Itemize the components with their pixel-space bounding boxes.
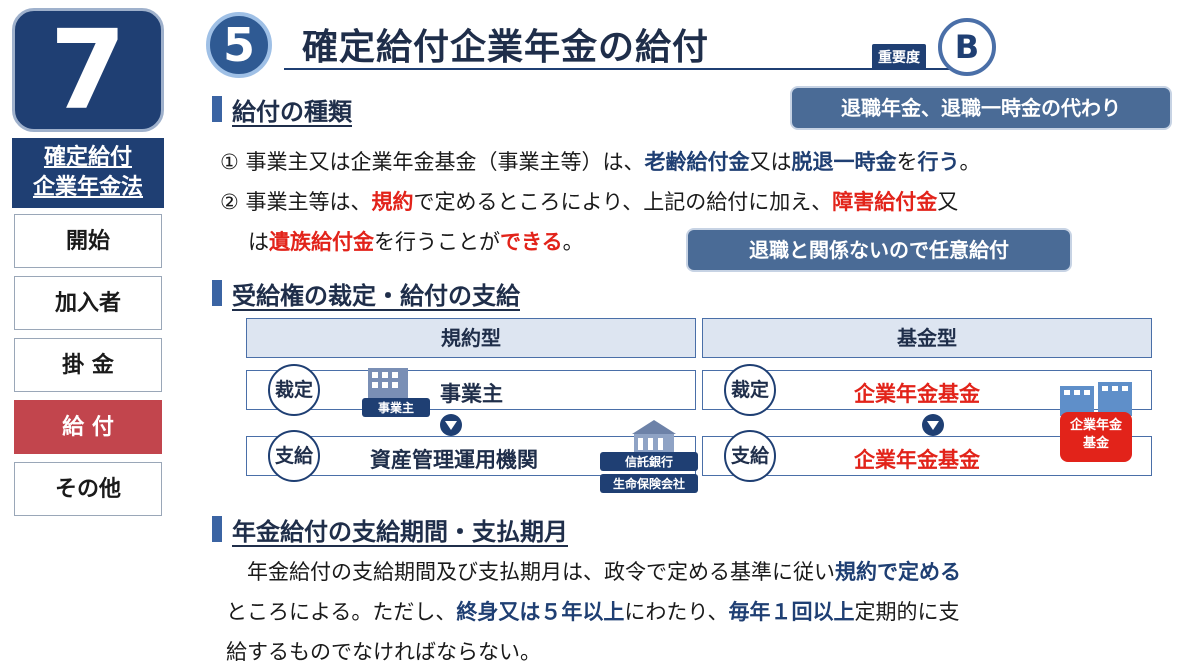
kiyaku-decide-row: [246, 370, 696, 410]
text: ところによる。ただし、: [226, 600, 457, 624]
text: は: [248, 230, 269, 254]
text: にわたり、: [624, 600, 729, 624]
benefit-item-2-line2: は遺族給付金を行うことができる。: [248, 226, 584, 256]
emph-can: できる: [500, 230, 563, 254]
fund-tag-line1: 企業年金: [1069, 418, 1122, 433]
payment-paragraph-line3: 給するものでなければならない。: [226, 640, 541, 664]
callout-optional-benefit: 退職と関係ないので任意給付: [686, 228, 1072, 272]
chapter-label-line1: 確定給付: [43, 145, 132, 170]
emph-rules: 規約: [371, 190, 414, 214]
emph-old-age-benefit: 老齢給付金: [644, 150, 750, 174]
chapter-number: 7: [49, 6, 127, 134]
pay-badge: 支給: [268, 430, 320, 482]
chapter-number-box: 7: [12, 8, 164, 132]
benefit-item-1: ① 事業主又は企業年金基金（事業主等）は、老齢給付金又は脱退一時金を行う。: [220, 146, 981, 176]
title-underline: [284, 68, 984, 70]
text: 又は: [749, 150, 792, 174]
chapter-label: 確定給付 企業年金法: [12, 138, 164, 208]
pay-badge: 支給: [724, 430, 776, 482]
nav-item-other[interactable]: その他: [14, 462, 162, 516]
emph-survivor-benefit: 遺族給付金: [269, 230, 374, 254]
emph-disability-benefit: 障害給付金: [832, 190, 938, 214]
emph-perform: 行う: [917, 150, 960, 174]
nav-item-members[interactable]: 加入者: [14, 276, 162, 330]
section-number: 5: [222, 18, 255, 72]
payment-paragraph-line2: ところによる。ただし、終身又は５年以上にわたり、毎年１回以上定期的に支: [226, 596, 960, 626]
employer-tag: 事業主: [362, 398, 430, 417]
text: ② 事業主等は、: [220, 190, 372, 214]
text: を: [896, 150, 918, 174]
decide-badge: 裁定: [724, 364, 776, 416]
text: ① 事業主又は企業年金基金（事業主等）は、: [220, 150, 645, 174]
fund-tag: 企業年金 基金: [1060, 412, 1132, 462]
kikin-pay-entity: 企業年金基金: [854, 448, 980, 472]
chapter-label-line2: 企業年金法: [32, 175, 143, 200]
section3-heading: 年金給付の支給期間・支払期月: [232, 518, 568, 546]
text: を行うことが: [374, 230, 500, 254]
section2-heading: 受給権の裁定・給付の支給: [232, 282, 520, 310]
life-insurance-tag: 生命保険会社: [600, 474, 698, 493]
text: 又: [937, 190, 959, 214]
down-arrow-icon: [440, 414, 462, 436]
importance-grade: B: [954, 28, 980, 66]
fund-tag-line2: 基金: [1082, 436, 1109, 451]
benefit-item-2-line1: ② 事業主等は、規約で定めるところにより、上記の給付に加え、障害給付金又: [220, 186, 958, 216]
nav-item-contributions[interactable]: 掛 金: [14, 338, 162, 392]
section-number-circle: 5: [206, 12, 272, 78]
emph-annually: 毎年１回以上: [728, 600, 855, 624]
column-header-kikin: 基金型: [702, 318, 1152, 358]
text: 。: [959, 150, 981, 174]
emph-defined-in-rules: 規約で定める: [835, 560, 961, 584]
kiyaku-pay-entity: 資産管理運用機関: [370, 448, 538, 472]
text: で定めるところにより、上記の給付に加え、: [413, 190, 833, 214]
emph-lifetime-or-5years: 終身又は５年以上: [456, 600, 625, 624]
bank-building-icon: [624, 416, 684, 456]
nav-item-start[interactable]: 開始: [14, 214, 162, 268]
text: 。: [562, 230, 584, 254]
kikin-decide-entity: 企業年金基金: [854, 382, 980, 406]
section1-marker: [212, 96, 222, 122]
emph-lump-sum: 脱退一時金: [791, 150, 897, 174]
importance-label: 重要度: [872, 44, 926, 70]
section1-heading: 給付の種類: [232, 98, 352, 126]
payment-paragraph-line1: 年金給付の支給期間及び支払期月は、政令で定める基準に従い規約で定める: [226, 556, 961, 586]
column-header-kiyaku: 規約型: [246, 318, 696, 358]
importance-grade-badge: B: [938, 18, 996, 76]
text: 定期的に支: [854, 600, 960, 624]
nav-item-benefits[interactable]: 給 付: [14, 400, 162, 454]
kiyaku-decide-entity: 事業主: [440, 382, 503, 406]
decide-badge: 裁定: [268, 364, 320, 416]
fund-building-icon: [1056, 380, 1136, 416]
section3-marker: [212, 516, 222, 542]
section2-marker: [212, 280, 222, 306]
page-title: 確定給付企業年金の給付: [302, 27, 710, 68]
callout-retirement-substitute: 退職年金、退職一時金の代わり: [790, 86, 1172, 130]
down-arrow-icon: [922, 414, 944, 436]
trust-bank-tag: 信託銀行: [600, 452, 698, 471]
text: 年金給付の支給期間及び支払期月は、政令で定める基準に従い: [226, 560, 835, 584]
